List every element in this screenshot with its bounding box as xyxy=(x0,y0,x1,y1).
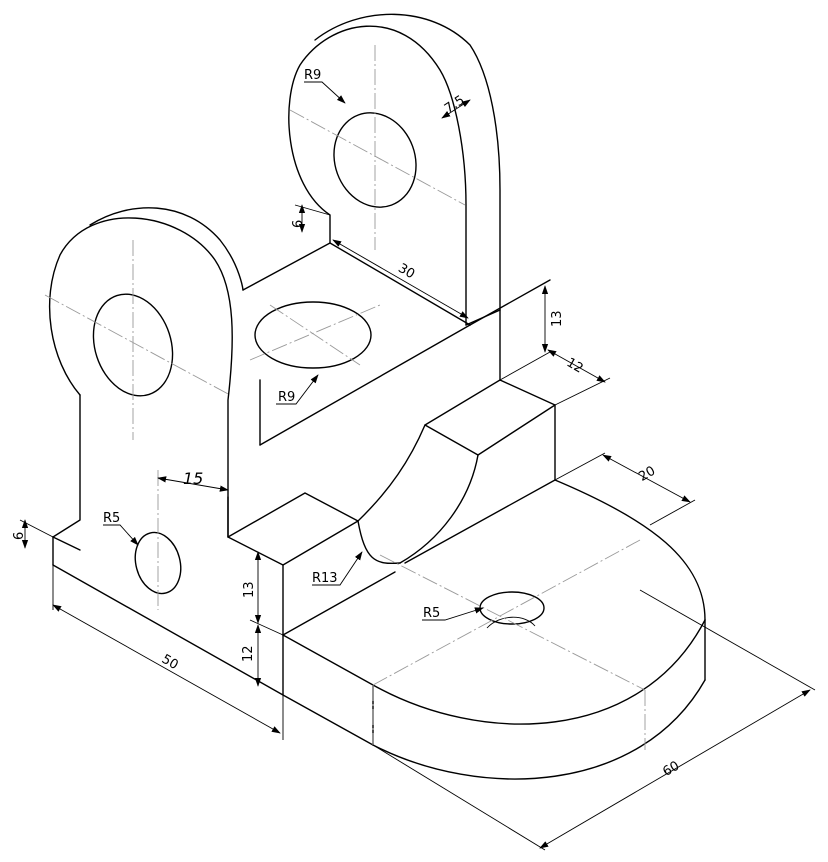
dimensions xyxy=(19,81,816,851)
label-13-right: 13 xyxy=(550,310,565,327)
left-step-top xyxy=(227,492,359,566)
r13-cutout-bottom xyxy=(357,520,401,565)
front-upright xyxy=(44,207,284,696)
base-top-back-arc xyxy=(554,479,706,621)
plate-back-edge xyxy=(242,242,331,291)
base-plate xyxy=(282,404,706,780)
label-50: 50 xyxy=(159,652,181,673)
plate-hole xyxy=(254,301,372,369)
base-bottom-front-arc xyxy=(372,679,706,780)
dim-20-ext-a xyxy=(554,452,606,481)
leader-r9-top xyxy=(305,81,346,104)
plate-hole-centerline-b xyxy=(269,304,361,366)
label-6-left: 6 xyxy=(12,532,27,540)
back-upright-base-edge xyxy=(469,279,551,326)
label-12-mid: 12 xyxy=(241,645,256,662)
dim-30-line xyxy=(332,239,469,319)
back-upright-front-profile xyxy=(288,25,467,326)
dim-12-right-ext xyxy=(554,377,611,406)
label-r13: R13 xyxy=(312,571,338,586)
label-6-top: 6 xyxy=(291,220,306,228)
base-front-face xyxy=(282,634,374,746)
label-r5-base: R5 xyxy=(423,606,440,621)
base-top-left-edge xyxy=(282,571,396,636)
dim-15-line xyxy=(157,476,229,492)
dim-13-right-ext xyxy=(499,351,551,381)
dim-12-right-line xyxy=(547,349,606,383)
dim-60-ext-b xyxy=(639,589,816,691)
dim-50-line xyxy=(52,604,281,734)
dim-20-line xyxy=(602,454,691,503)
front-upright-back-profile xyxy=(89,207,244,291)
back-upright xyxy=(288,13,551,326)
label-15: 15 xyxy=(183,469,203,488)
front-notch xyxy=(52,536,81,551)
base-hole xyxy=(372,539,646,750)
label-20: 20 xyxy=(636,464,658,485)
label-r9-mid: R9 xyxy=(278,390,295,405)
plate-front-edge xyxy=(259,324,471,446)
dimension-labels: R9 7.5 6 30 13 12 R9 20 15 R5 6 R13 13 1… xyxy=(12,68,682,780)
front-upright-left-edge xyxy=(52,394,81,538)
label-30: 30 xyxy=(395,261,417,282)
base-r5-hole xyxy=(479,591,545,625)
front-r5-hole xyxy=(134,531,182,595)
back-hole-centerline-h xyxy=(289,109,466,206)
back-upright-hole xyxy=(333,112,417,208)
front-upright-front-profile xyxy=(48,217,233,538)
dim-20-ext-b xyxy=(649,499,696,526)
base-centerline-b xyxy=(379,554,646,691)
dim-6-left-ext xyxy=(19,519,54,538)
right-step-top xyxy=(424,379,556,456)
label-7-5: 7.5 xyxy=(442,93,468,117)
middle-block xyxy=(227,309,556,636)
label-r9-top: R9 xyxy=(304,68,321,83)
base-top-back-edge xyxy=(404,479,556,564)
r13-cutout-arc xyxy=(357,424,426,522)
dim-12-mid-ext xyxy=(249,619,284,636)
base-hole-inner xyxy=(486,616,536,629)
dim-60-line xyxy=(539,689,811,849)
dim-60-ext-a xyxy=(372,744,546,851)
leader-r5-left xyxy=(103,524,139,546)
label-13-mid: 13 xyxy=(242,581,257,598)
base-centerline-a xyxy=(372,539,641,686)
connecting-plate xyxy=(242,242,471,446)
dim-6-top-ext xyxy=(294,204,331,216)
front-hole-centerline-h xyxy=(44,294,231,396)
front-upright-hole xyxy=(92,293,174,397)
label-60: 60 xyxy=(660,759,682,780)
dim-7-5-line xyxy=(441,99,471,119)
plate-right-edge xyxy=(329,242,471,326)
label-12-right: 12 xyxy=(564,355,586,376)
r13-cutout-front-arc xyxy=(399,454,479,564)
back-upright-back-profile xyxy=(314,13,501,311)
label-r5-left: R5 xyxy=(103,511,120,526)
